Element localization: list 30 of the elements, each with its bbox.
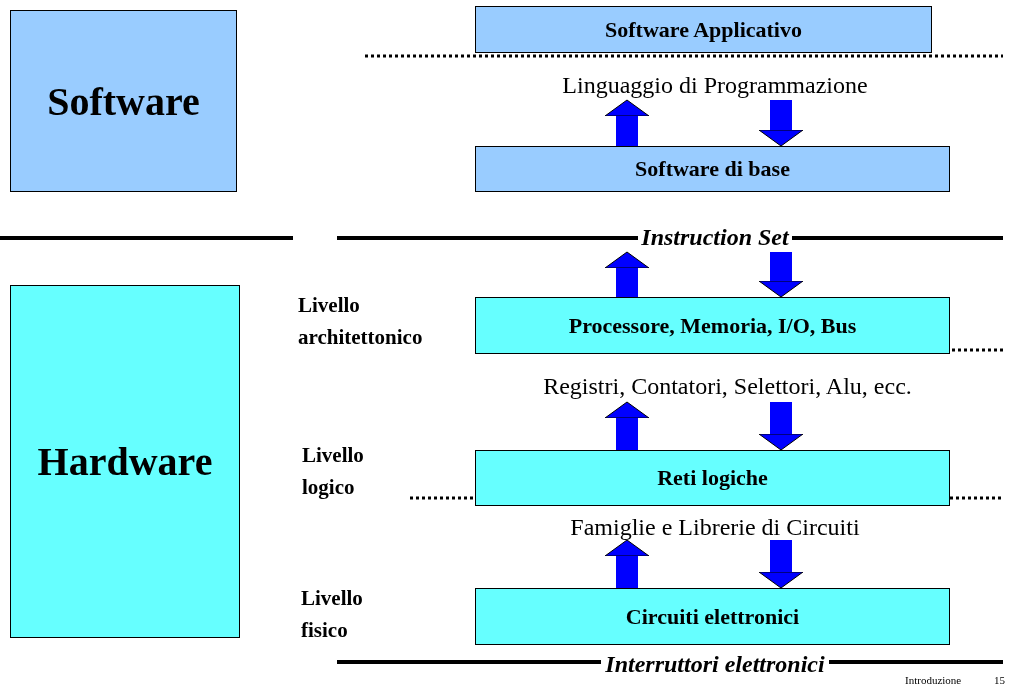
interface-label: Registri, Contatori, Selettori, Alu, ecc. (543, 372, 912, 400)
layer-box (475, 588, 950, 645)
interface-label: Famiglie e Librerie di Circuiti (570, 513, 860, 541)
block-arrow (758, 540, 804, 589)
block-arrow (604, 401, 650, 450)
layer-box (10, 10, 237, 192)
level-label: Livello fisico (301, 586, 363, 642)
level-label: Livello architettonico (298, 293, 423, 349)
layer-box (10, 285, 240, 638)
footer-text: Introduzione (905, 674, 962, 686)
block-arrow (758, 402, 804, 451)
layer-title: Circuiti elettronici (625, 603, 800, 630)
layer-title: Software di base (635, 156, 790, 182)
level-label: Livello logico (302, 443, 364, 499)
layer-box (475, 146, 950, 192)
layer-title: Software Applicativo (605, 16, 802, 43)
footer-text: 15 (994, 674, 1005, 686)
layer-title: Processore, Memoria, I/O, Bus (568, 312, 857, 339)
block-arrow (604, 251, 650, 297)
layer-box (475, 450, 950, 506)
block-arrow (758, 100, 804, 147)
layer-title: Hardware (37, 438, 213, 485)
block-arrow (604, 539, 650, 588)
layer-box (475, 297, 950, 354)
layer-box (475, 6, 932, 53)
block-arrow (758, 252, 804, 298)
interface-label: Linguaggio di Programmazione (562, 71, 868, 99)
block-arrow (604, 99, 650, 146)
layer-title: Reti logiche (657, 465, 768, 491)
layer-title: Software (47, 77, 200, 125)
